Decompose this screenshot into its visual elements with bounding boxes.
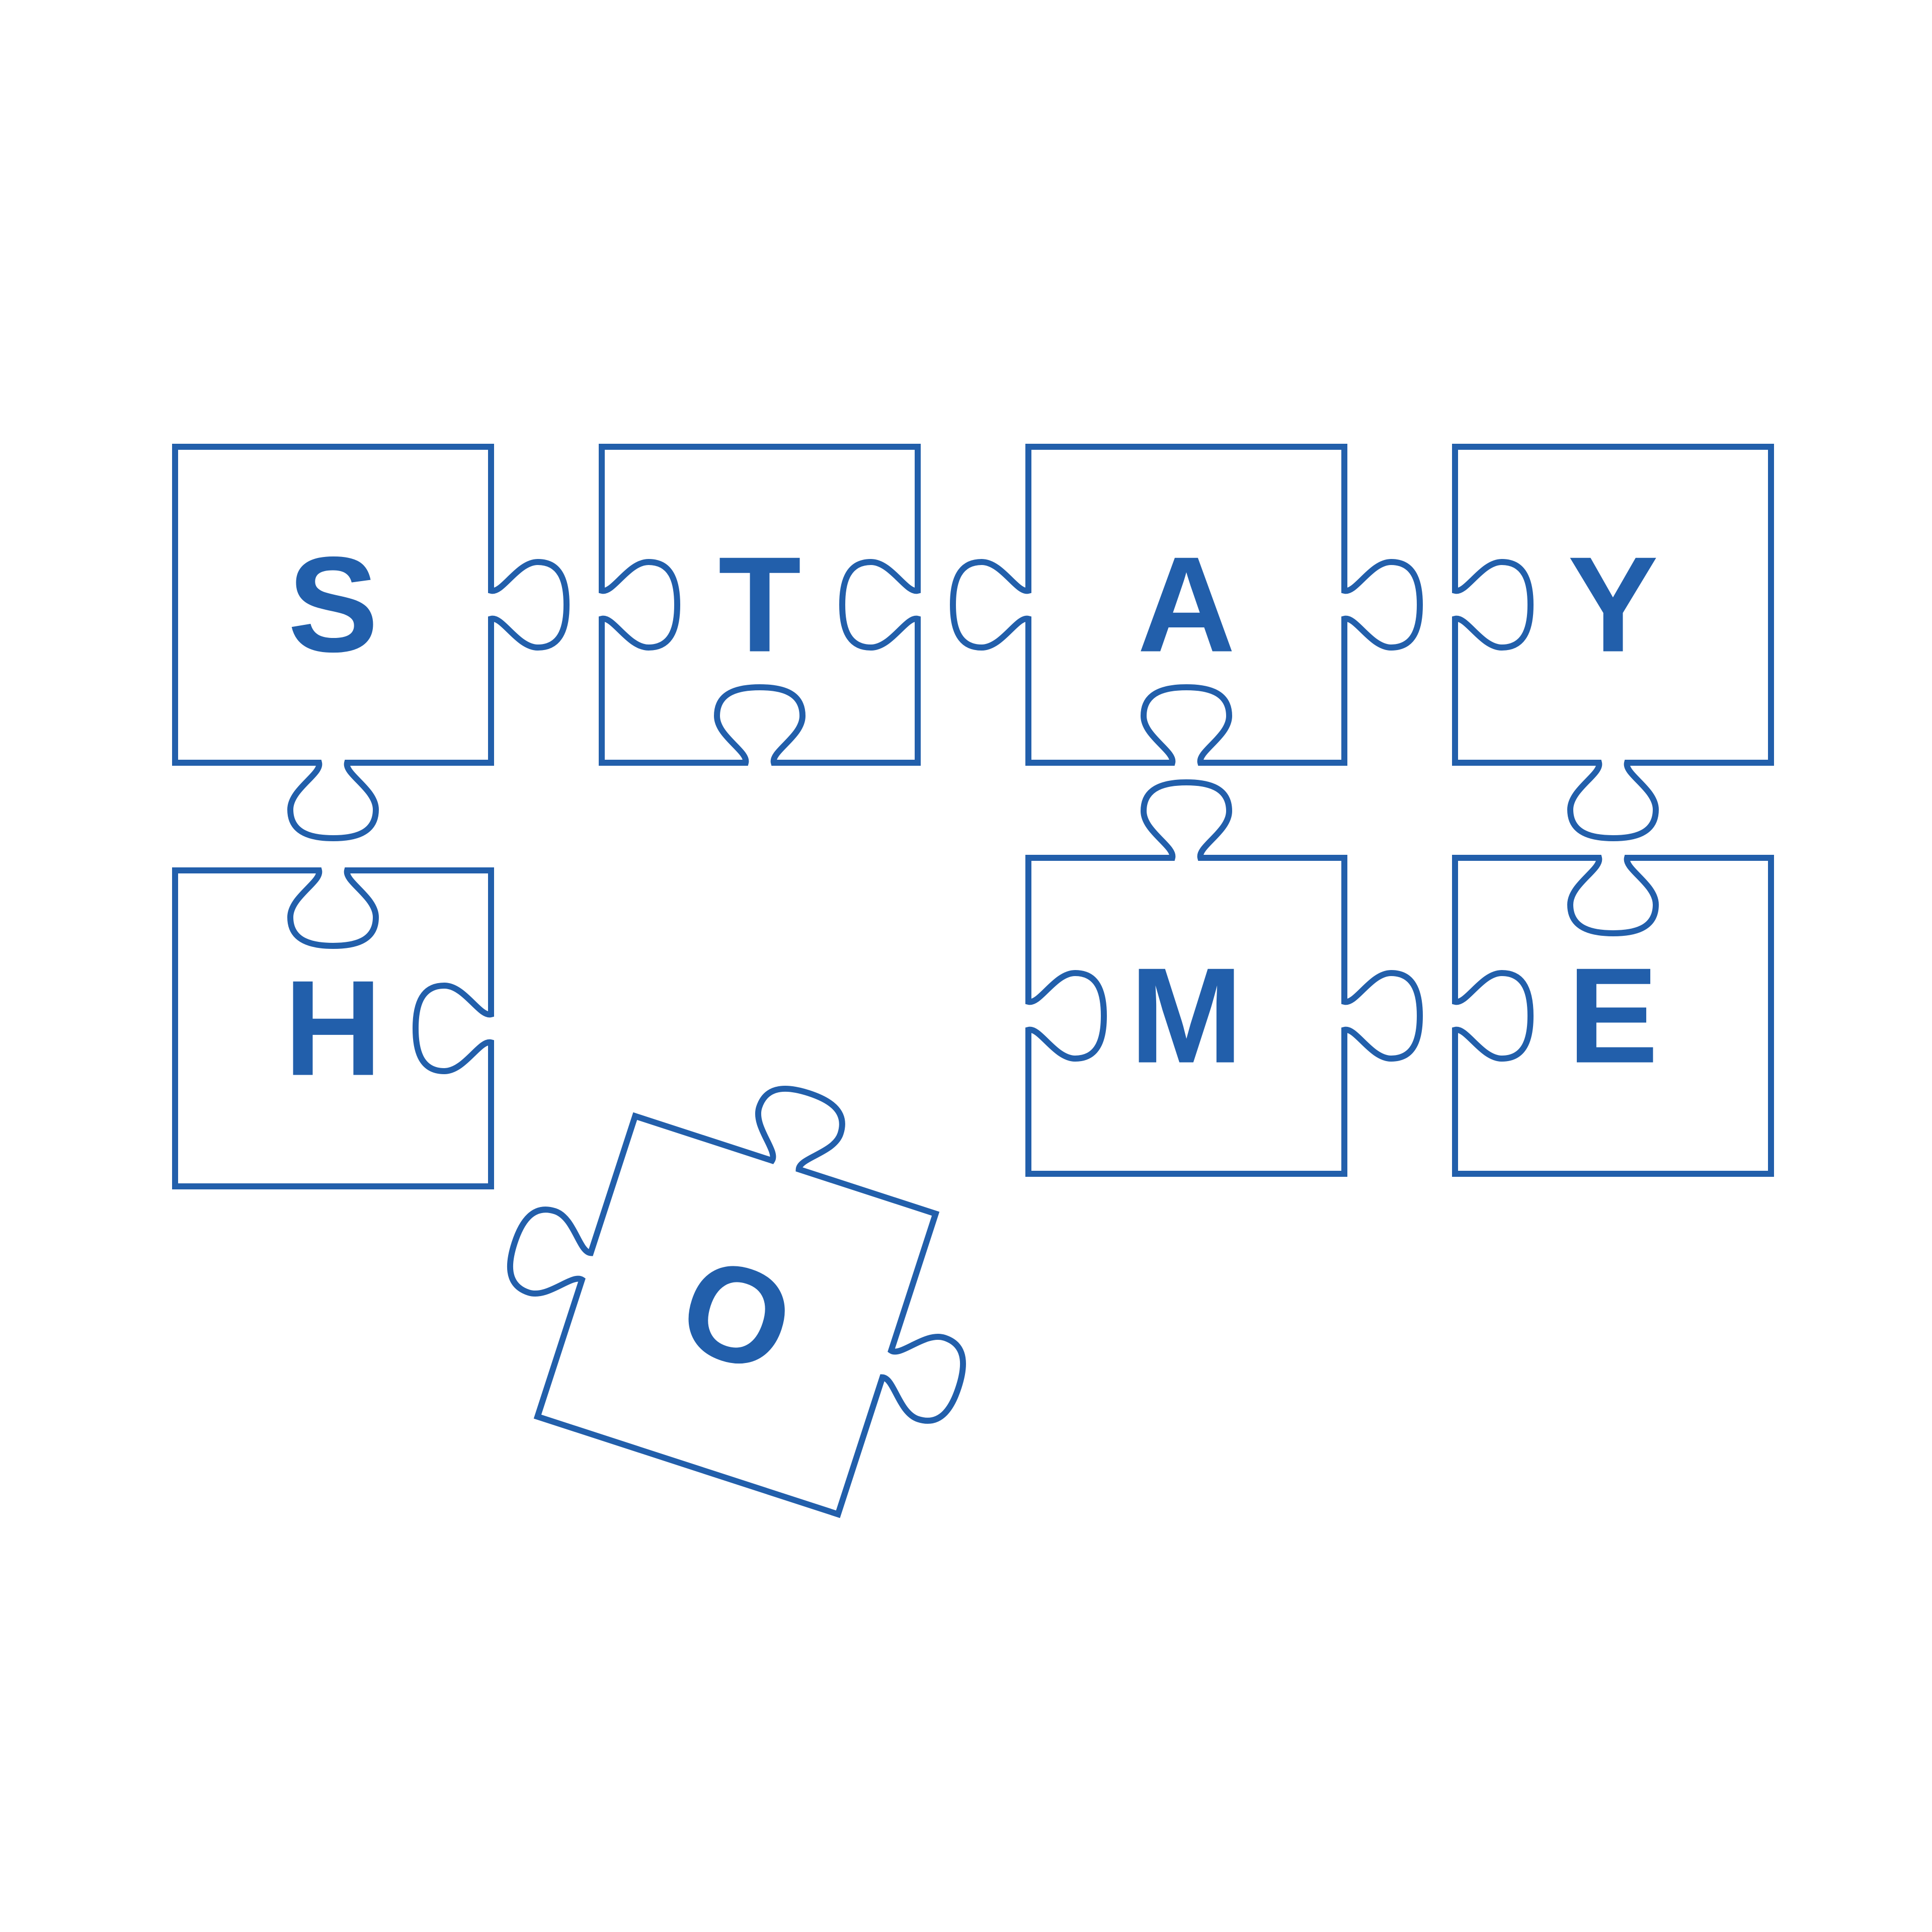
puzzle-piece-m[interactable]: M <box>1025 779 1423 1177</box>
piece-letter-t: T <box>718 529 801 681</box>
piece-outline <box>172 444 570 842</box>
puzzle-piece-o[interactable]: O <box>466 1021 1031 1538</box>
piece-outline <box>1452 444 1774 842</box>
puzzle-piece-e[interactable]: E <box>1452 855 1774 1177</box>
piece-outline <box>507 1085 967 1518</box>
piece-letter-e: E <box>1568 940 1658 1092</box>
piece-outline <box>1452 855 1774 1177</box>
piece-letter-h: H <box>284 953 382 1104</box>
puzzle-piece-s[interactable]: S <box>172 444 570 842</box>
piece-letter-a: A <box>1138 529 1236 681</box>
puzzle-piece-h[interactable]: H <box>172 867 494 1189</box>
piece-letter-m: M <box>1130 940 1243 1092</box>
piece-outline <box>172 867 494 1189</box>
puzzle-piece-t[interactable]: T <box>599 444 921 766</box>
puzzle-piece-a[interactable]: A <box>949 444 1423 766</box>
puzzle-piece-y[interactable]: Y <box>1452 444 1774 842</box>
piece-outline <box>599 444 921 766</box>
piece-outline <box>949 444 1423 766</box>
piece-letter-s: S <box>288 529 378 681</box>
piece-letter-y: Y <box>1568 529 1658 681</box>
piece-letter-o: O <box>663 1227 811 1403</box>
piece-outline <box>1025 779 1423 1177</box>
